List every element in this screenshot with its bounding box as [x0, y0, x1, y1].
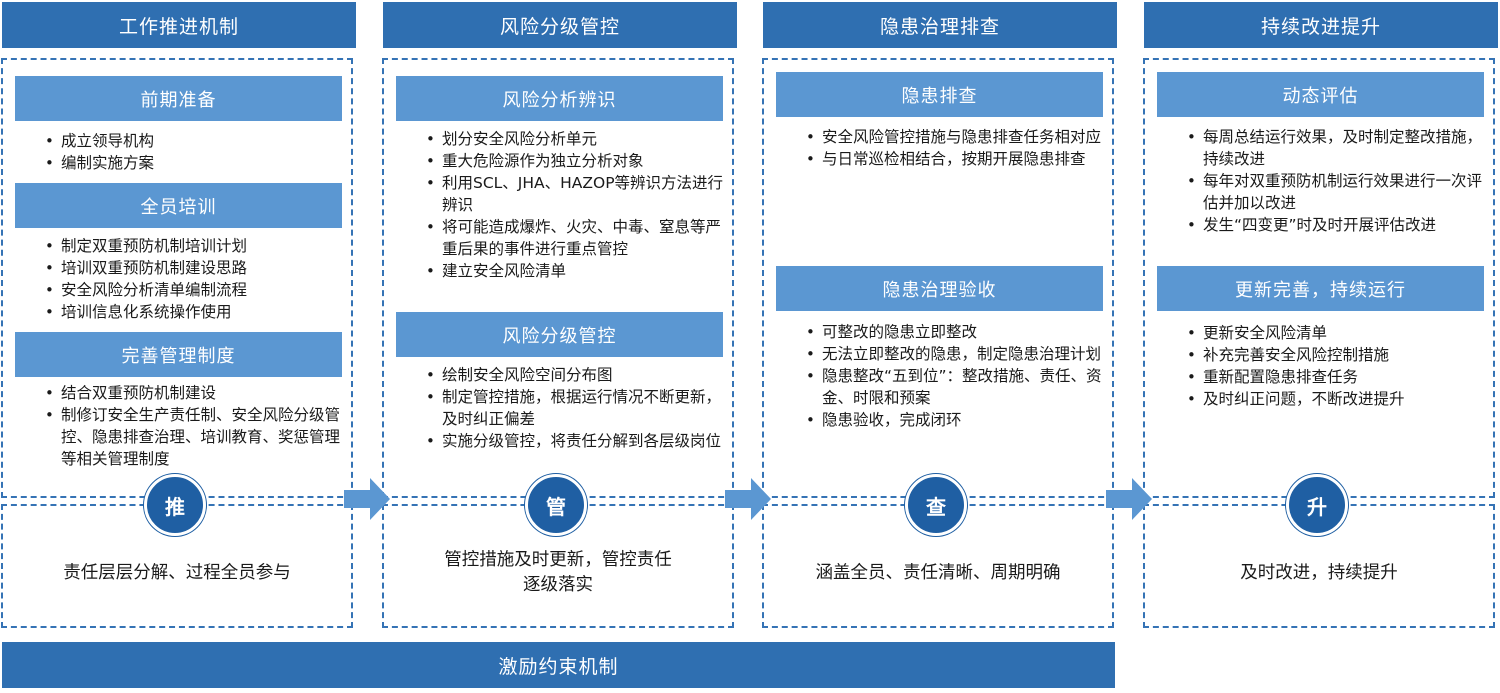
list-item: 每周总结运行效果，及时制定整改措施，持续改进 — [1157, 126, 1487, 170]
list-item: 制定双重预防机制培训计划 — [15, 235, 345, 257]
stage-circle-push: 推 — [144, 474, 206, 536]
column-content-box: 风险分析辨识 划分安全风险分析单元 重大危险源作为独立分析对象 利用SCL、JH… — [382, 58, 734, 498]
list-item: 安全风险分析清单编制流程 — [15, 279, 345, 301]
right-arrow-icon — [725, 478, 771, 520]
column-header: 风险分级管控 — [383, 2, 737, 48]
list-item: 建立安全风险清单 — [396, 260, 726, 282]
column-header: 隐患治理排查 — [763, 2, 1117, 48]
summary-text: 责任层层分解、过程全员参与 — [63, 562, 291, 583]
list-item: 培训双重预防机制建设思路 — [15, 257, 345, 279]
list-item: 培训信息化系统操作使用 — [15, 301, 345, 323]
section-list: 划分安全风险分析单元 重大危险源作为独立分析对象 利用SCL、JHA、HAZOP… — [396, 128, 726, 282]
list-item: 成立领导机构 — [15, 130, 345, 152]
list-item: 将可能造成爆炸、火灾、中毒、窒息等严重后果的事件进行重点管控 — [396, 216, 726, 260]
column-risk-control: 风险分级管控 风险分析辨识 划分安全风险分析单元 重大危险源作为独立分析对象 利… — [381, 0, 737, 693]
column-header: 工作推进机制 — [2, 2, 356, 48]
section-title: 全员培训 — [15, 183, 342, 228]
section-list: 制定双重预防机制培训计划 培训双重预防机制建设思路 安全风险分析清单编制流程 培… — [15, 235, 345, 323]
section-title: 风险分级管控 — [396, 312, 723, 357]
section-list: 结合双重预防机制建设 制修订安全生产责任制、安全风险分级管控、隐患排查治理、培训… — [15, 382, 345, 470]
list-item: 及时纠正问题，不断改进提升 — [1157, 388, 1487, 410]
summary-text: 涵盖全员、责任清晰、周期明确 — [815, 562, 1061, 583]
column-content-box: 隐患排查 安全风险管控措施与隐患排查任务相对应 与日常巡检相结合，按期开展隐患排… — [762, 58, 1114, 498]
section-list: 成立领导机构 编制实施方案 — [15, 130, 345, 174]
list-item: 制修订安全生产责任制、安全风险分级管控、隐患排查治理、培训教育、奖惩管理等相关管… — [15, 404, 345, 470]
list-item: 编制实施方案 — [15, 152, 345, 174]
section-list: 安全风险管控措施与隐患排查任务相对应 与日常巡检相结合，按期开展隐患排查 — [776, 126, 1106, 170]
list-item: 每年对双重预防机制运行效果进行一次评估并加以改进 — [1157, 170, 1487, 214]
column-hazard-check: 隐患治理排查 隐患排查 安全风险管控措施与隐患排查任务相对应 与日常巡检相结合，… — [761, 0, 1117, 693]
section-title: 动态评估 — [1157, 72, 1484, 117]
list-item: 隐患验收，完成闭环 — [776, 409, 1106, 431]
list-item: 重大危险源作为独立分析对象 — [396, 150, 726, 172]
section-title: 隐患排查 — [776, 72, 1103, 117]
list-item: 可整改的隐患立即整改 — [776, 321, 1106, 343]
column-header: 持续改进提升 — [1144, 2, 1498, 48]
list-item: 安全风险管控措施与隐患排查任务相对应 — [776, 126, 1106, 148]
list-item: 发生“四变更”时及时开展评估改进 — [1157, 214, 1487, 236]
section-title: 隐患治理验收 — [776, 266, 1103, 311]
list-item: 补充完善安全风险控制措施 — [1157, 344, 1487, 366]
summary-text: 及时改进，持续提升 — [1240, 562, 1398, 583]
section-title: 前期准备 — [15, 76, 342, 121]
right-arrow-icon — [1106, 478, 1152, 520]
list-item: 无法立即整改的隐患，制定隐患治理计划 — [776, 343, 1106, 365]
column-continuous-improvement: 持续改进提升 动态评估 每周总结运行效果，及时制定整改措施，持续改进 每年对双重… — [1142, 0, 1498, 693]
list-item: 绘制安全风险空间分布图 — [396, 364, 726, 386]
list-item: 利用SCL、JHA、HAZOP等辨识方法进行辨识 — [396, 172, 726, 216]
section-title: 风险分析辨识 — [396, 76, 723, 121]
section-list: 更新安全风险清单 补充完善安全风险控制措施 重新配置隐患排查任务 及时纠正问题，… — [1157, 322, 1487, 410]
stage-circle-control: 管 — [525, 474, 587, 536]
section-list: 可整改的隐患立即整改 无法立即整改的隐患，制定隐患治理计划 隐患整改“五到位”：… — [776, 321, 1106, 431]
column-content-box: 前期准备 成立领导机构 编制实施方案 全员培训 制定双重预防机制培训计划 培训双… — [1, 58, 353, 498]
list-item: 重新配置隐患排查任务 — [1157, 366, 1487, 388]
section-title: 完善管理制度 — [15, 332, 342, 377]
section-title: 更新完善，持续运行 — [1157, 266, 1484, 311]
list-item: 结合双重预防机制建设 — [15, 382, 345, 404]
list-item: 制定管控措施，根据运行情况不断更新，及时纠正偏差 — [396, 386, 726, 430]
column-content-box: 动态评估 每周总结运行效果，及时制定整改措施，持续改进 每年对双重预防机制运行效… — [1143, 58, 1495, 498]
section-list: 每周总结运行效果，及时制定整改措施，持续改进 每年对双重预防机制运行效果进行一次… — [1157, 126, 1487, 236]
list-item: 与日常巡检相结合，按期开展隐患排查 — [776, 148, 1106, 170]
list-item: 更新安全风险清单 — [1157, 322, 1487, 344]
stage-circle-check: 查 — [905, 474, 967, 536]
footer-incentive-mechanism: 激励约束机制 — [2, 642, 1115, 688]
right-arrow-icon — [344, 478, 390, 520]
section-list: 绘制安全风险空间分布图 制定管控措施，根据运行情况不断更新，及时纠正偏差 实施分… — [396, 364, 726, 452]
list-item: 划分安全风险分析单元 — [396, 128, 726, 150]
stage-circle-improve: 升 — [1286, 474, 1348, 536]
summary-text: 管控措施及时更新，管控责任 逐级落实 — [444, 550, 672, 595]
column-work-mechanism: 工作推进机制 前期准备 成立领导机构 编制实施方案 全员培训 制定双重预防机制培… — [0, 0, 356, 693]
list-item: 隐患整改“五到位”：整改措施、责任、资金、时限和预案 — [776, 365, 1106, 409]
list-item: 实施分级管控，将责任分解到各层级岗位 — [396, 430, 726, 452]
